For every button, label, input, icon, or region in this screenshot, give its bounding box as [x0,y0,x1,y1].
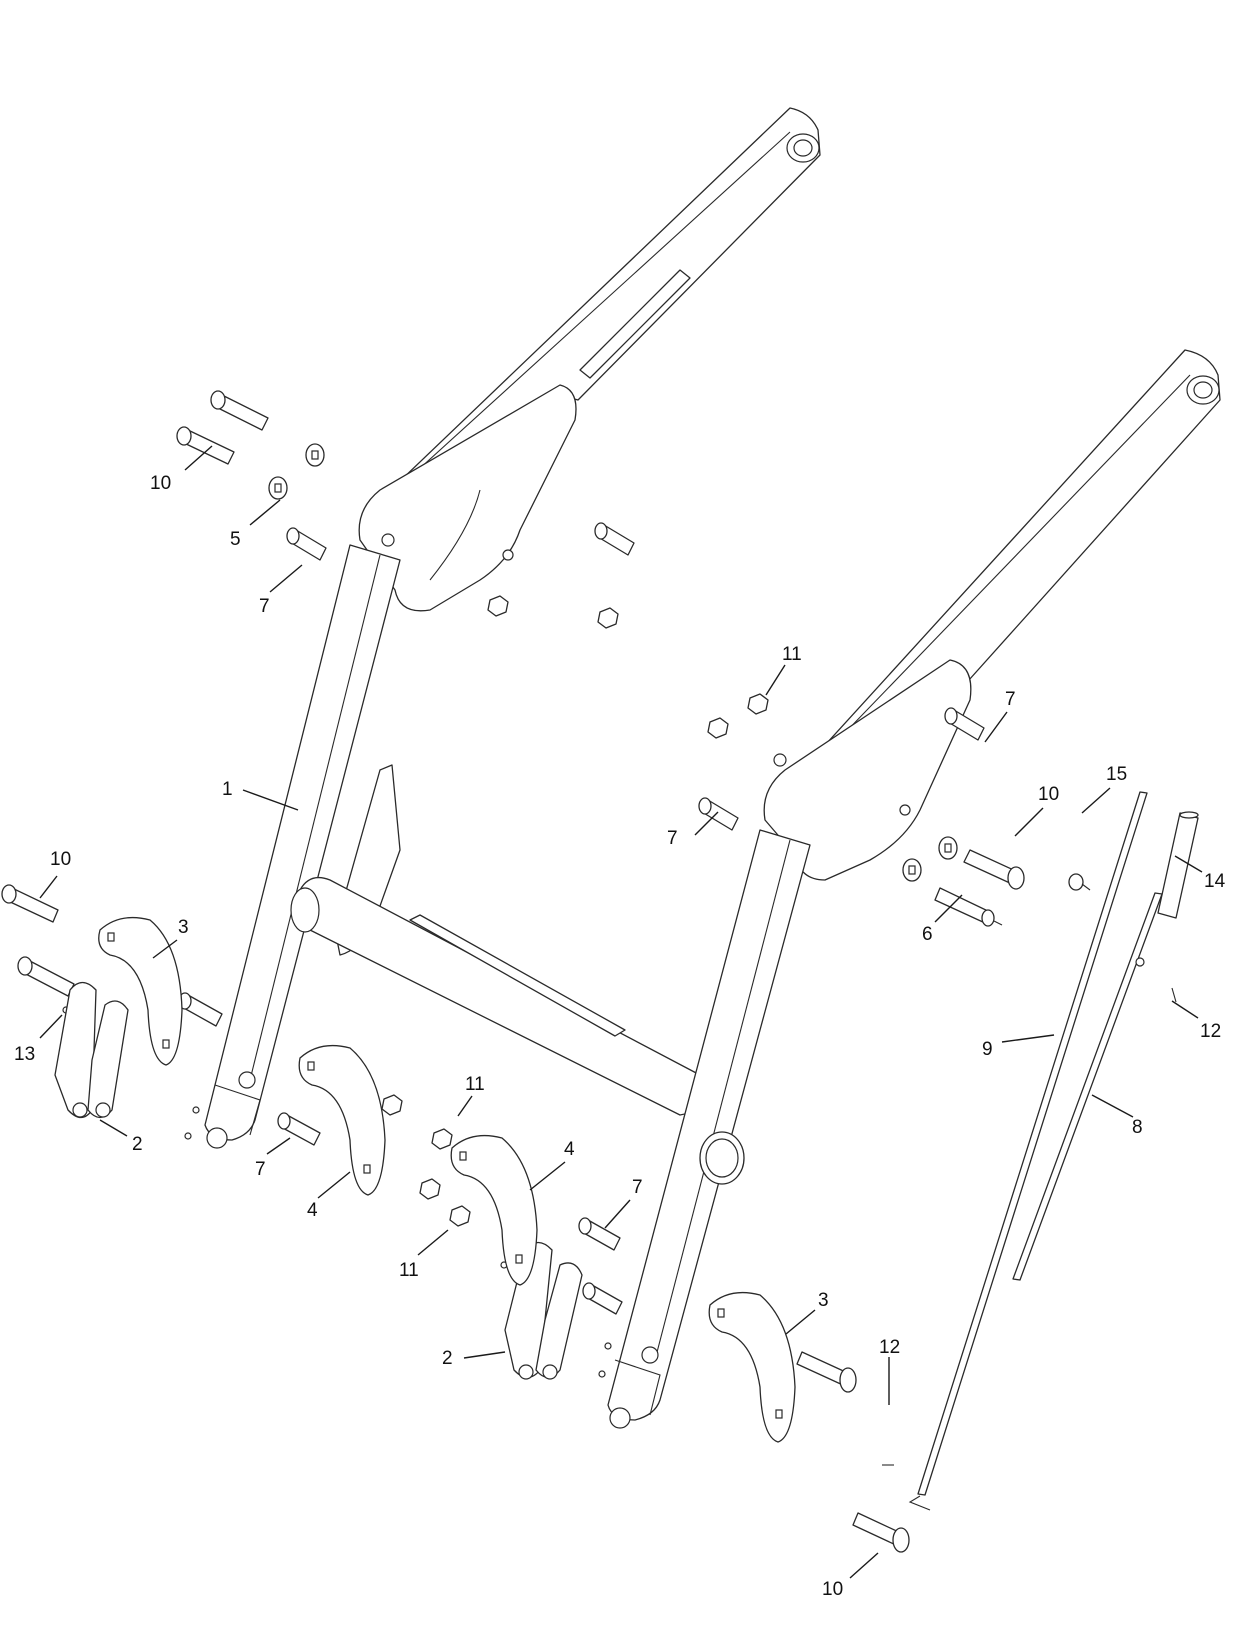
callout-labels: 1 2 2 3 3 4 4 5 6 7 7 7 7 7 7 8 9 10 10 … [14,473,1226,1600]
rod-9 [908,791,1148,1511]
bushing-upper-left [286,527,327,561]
callout-7-right-upper: 7 [1005,689,1016,710]
callout-10-bottom: 10 [822,1579,843,1600]
nut-f [431,1128,453,1150]
nut-h [449,1205,471,1227]
callout-12-bottom: 12 [879,1337,900,1358]
nut-c [747,693,769,715]
pin-bottom-a [796,1351,857,1393]
clip-pin-12 [882,987,1177,1466]
pin-bottom-b [852,1512,910,1553]
knob-15 [1068,873,1091,891]
bushing-lower-left [178,992,223,1027]
bolt-top-left-a [210,390,269,431]
plate-3-left [98,916,183,1066]
callout-9: 9 [982,1039,993,1060]
callout-15: 15 [1106,764,1127,785]
nut-a [487,595,509,617]
link-2-left [54,981,129,1119]
right-loader-arm [607,349,1221,1429]
bolt-top-left-b [176,426,235,465]
callout-leaders [39,445,1203,1579]
bushing-upper-middle [594,522,635,556]
callout-5: 5 [230,529,241,550]
callout-4-right: 4 [564,1139,575,1160]
bushing-lower-right [578,1217,623,1315]
rod-8 [1012,892,1163,1281]
nut-d [707,717,729,739]
washer-a [305,443,325,467]
callout-8: 8 [1132,1117,1143,1138]
plate-3-right [708,1291,796,1443]
callout-7-upper-left: 7 [259,596,270,617]
washer-b [268,476,288,500]
callout-13: 13 [14,1044,35,1065]
washers-right [902,836,958,882]
callout-11-center-bottom: 11 [399,1260,419,1281]
nut-e [381,1094,403,1116]
callout-12-right: 12 [1200,1021,1221,1042]
callout-7-lower-left: 7 [255,1159,266,1180]
callout-3-right: 3 [818,1290,829,1311]
callout-10-lower-left: 10 [50,849,71,870]
callout-1: 1 [222,779,233,800]
callout-10-top-left: 10 [150,473,171,494]
pin-right-6 [934,887,1003,927]
bolt-lower-left-b [17,956,75,997]
callout-4-left: 4 [307,1200,318,1221]
callout-11-upper: 11 [782,644,802,665]
bolt-lower-left-a [1,884,59,923]
left-loader-arm [204,107,821,1149]
bushing-right-upper [944,707,985,741]
callout-11-center-top: 11 [465,1074,485,1095]
nut-b [597,607,619,629]
callout-14: 14 [1204,871,1226,892]
callout-2-right: 2 [442,1348,453,1369]
callout-6: 6 [922,924,933,945]
callout-7-right-middle: 7 [667,828,678,849]
pin-right-10 [963,849,1025,890]
callout-10-right: 10 [1038,784,1059,805]
plate-4-left [298,1044,386,1196]
bushing-lower-center [277,1112,321,1146]
bushing-right-middle [698,797,739,831]
plate-4-right [450,1134,538,1286]
callout-2-left: 2 [132,1134,143,1155]
callout-3-left: 3 [178,917,189,938]
callout-7-lower-right: 7 [632,1177,643,1198]
sleeve-14 [1157,811,1199,919]
nut-g [419,1178,441,1200]
